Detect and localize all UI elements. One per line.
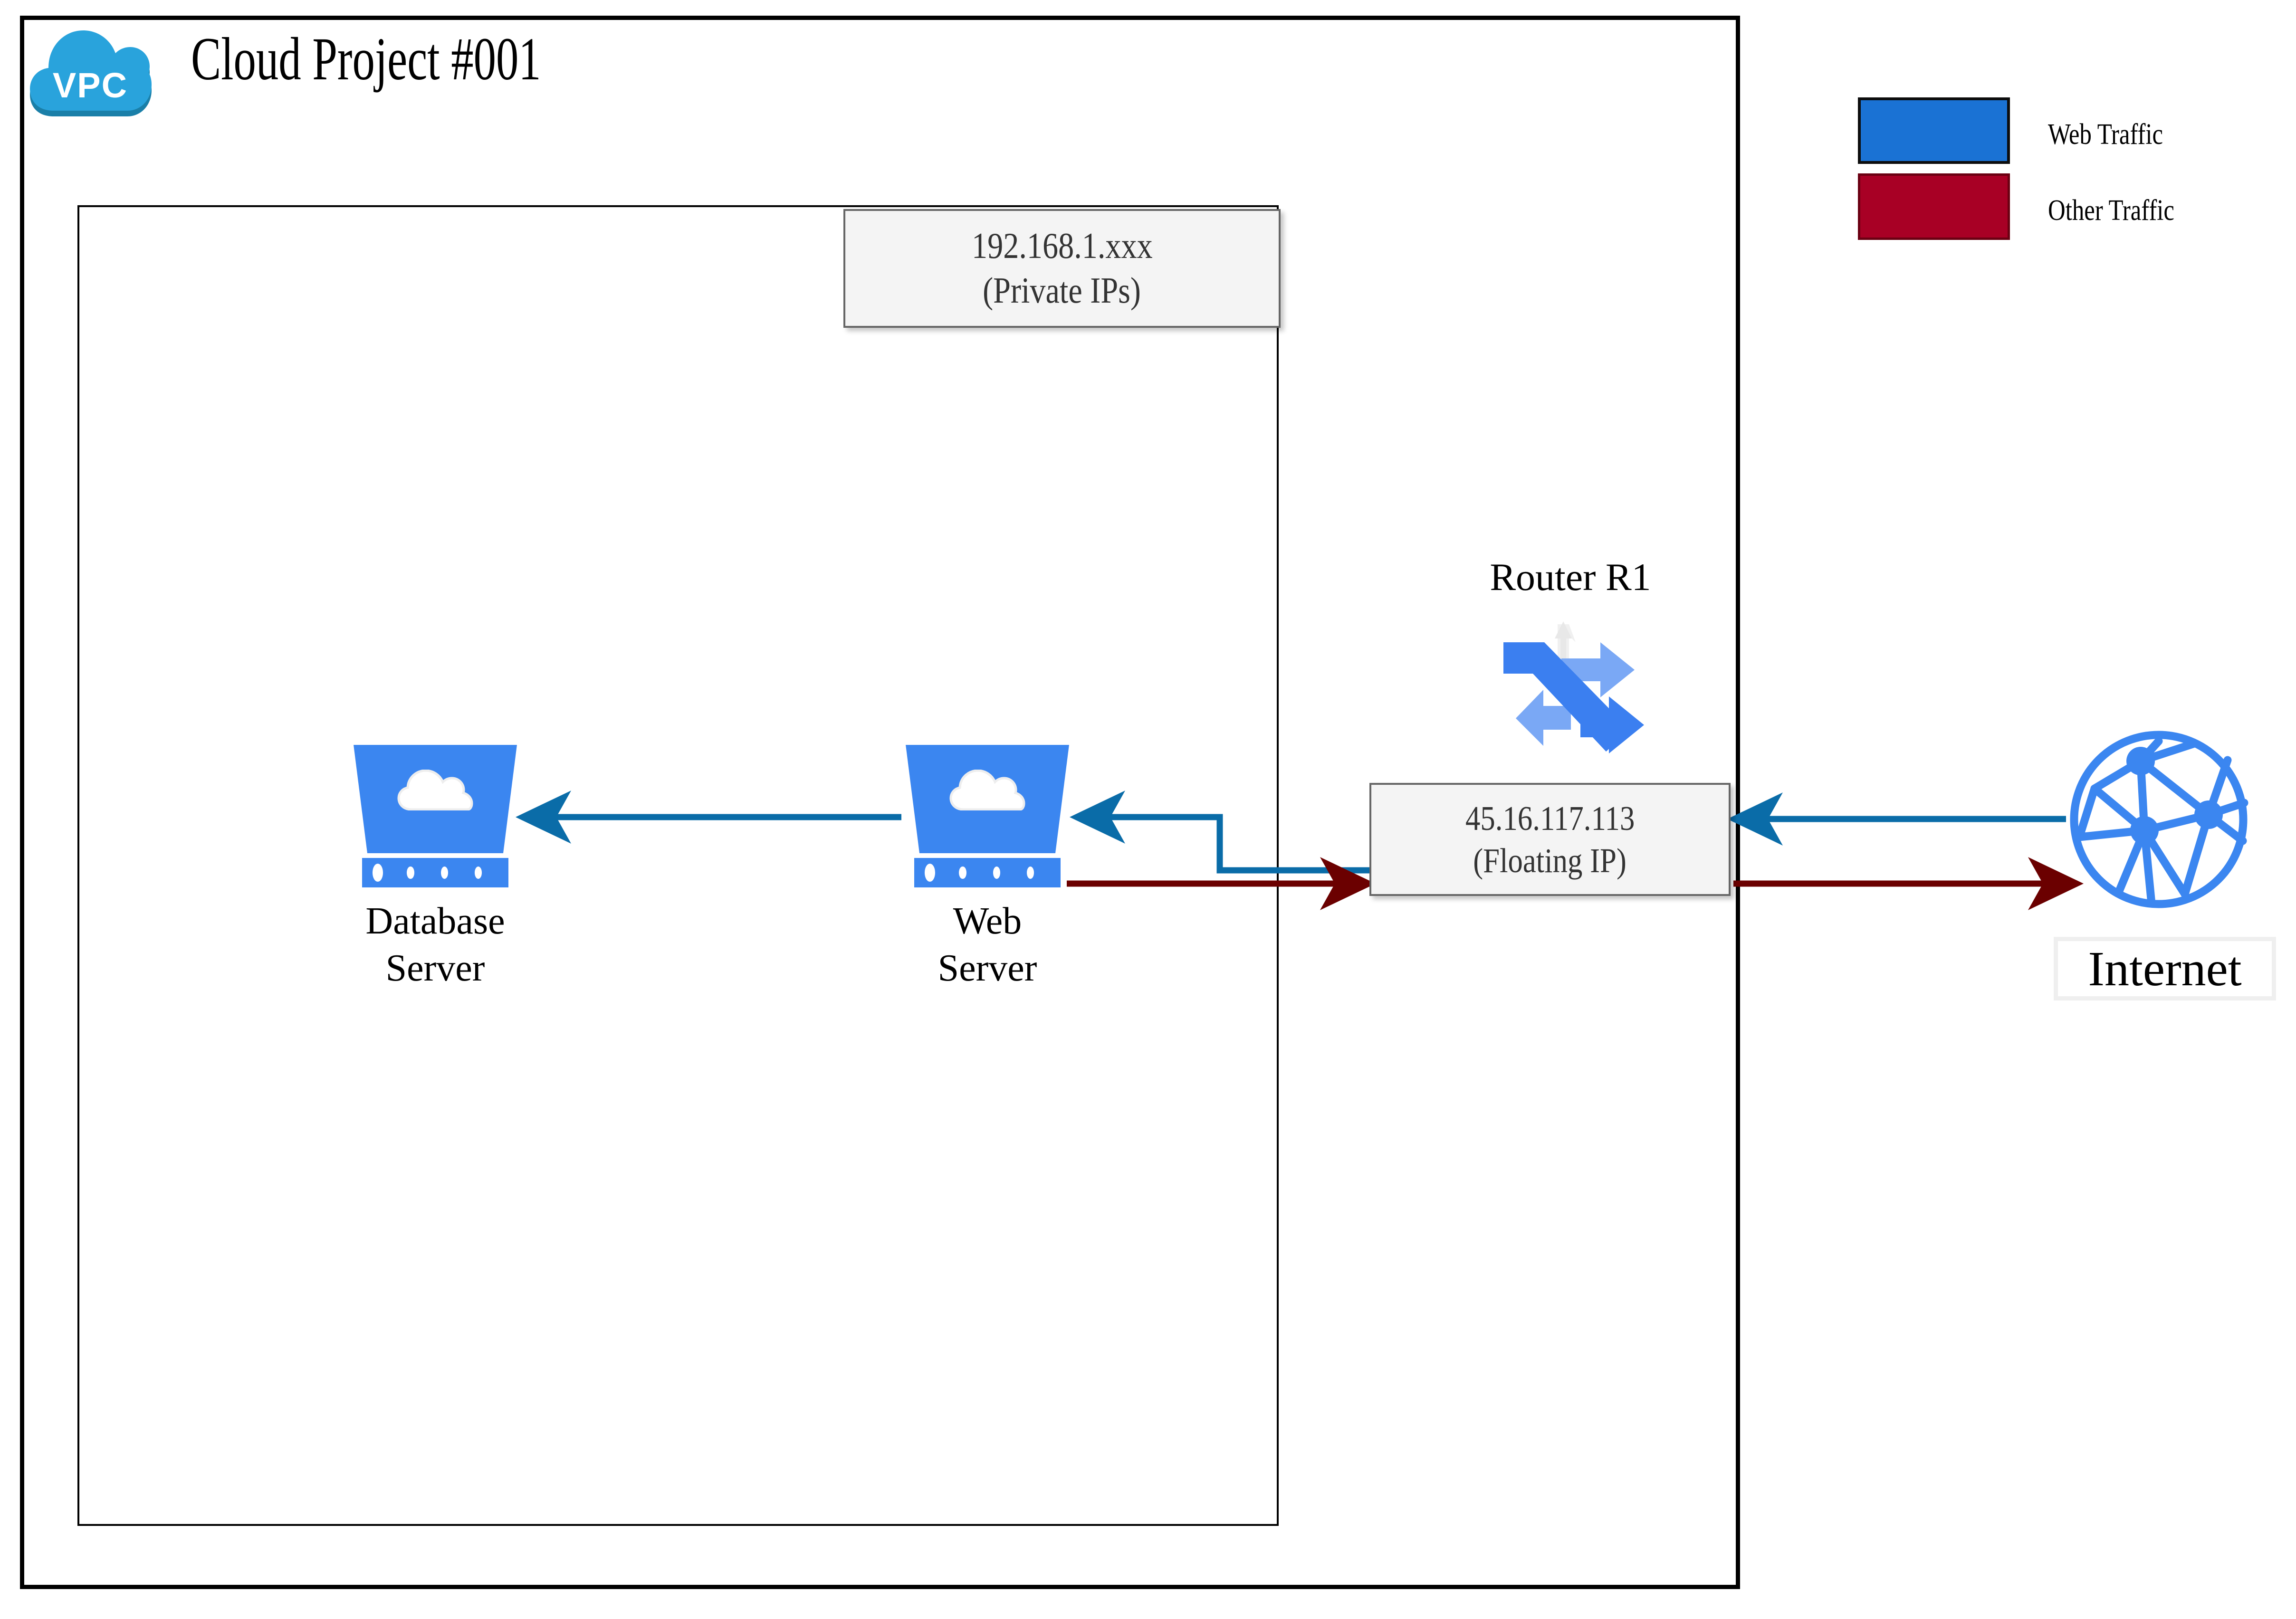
router-shuffle-glyph: [1503, 621, 1644, 753]
floating-ip-caption: (Floating IP): [1473, 841, 1627, 880]
node-database-server[interactable]: Database Server: [349, 745, 521, 989]
private-ip-callout: 192.168.1.xxx (Private IPs): [843, 209, 1281, 328]
node-web-server[interactable]: Web Server: [901, 745, 1073, 989]
server-led-1: [373, 864, 383, 882]
subnet-boundary: [77, 205, 1279, 1526]
server-led-3: [440, 867, 448, 879]
internet-label: Internet: [2088, 941, 2242, 996]
vpc-cloud-shape: [30, 30, 152, 116]
legend-label-other-traffic: Other Traffic: [2048, 194, 2174, 227]
server-chassis-base: [362, 858, 508, 887]
server-led-1: [925, 864, 936, 882]
globe-mesh-glyph: [2070, 731, 2248, 908]
database-server-label: Database Server: [365, 900, 505, 990]
server-cloud-glyph: [397, 770, 473, 810]
legend-swatch-other-traffic: [1858, 173, 2010, 240]
legend-swatch-web-traffic: [1858, 97, 2010, 164]
database-server-icon: [349, 745, 521, 887]
internet-label-box: Internet: [2054, 937, 2276, 1000]
router-label: Router R1: [1490, 555, 1651, 599]
router-icon[interactable]: [1487, 618, 1654, 755]
web-server-label: Web Server: [938, 900, 1037, 990]
private-ip-caption: (Private IPs): [983, 270, 1141, 311]
floating-ip-callout: 45.16.117.113 (Floating IP): [1369, 783, 1731, 896]
legend-label-web-traffic: Web Traffic: [2048, 118, 2163, 151]
server-led-4: [1026, 867, 1034, 879]
page-title: Cloud Project #001: [191, 25, 541, 93]
vpc-cloud-body: [30, 30, 152, 111]
server-cloud-glyph: [949, 770, 1025, 810]
web-server-icon: [901, 745, 1073, 887]
server-led-4: [474, 867, 482, 879]
vpc-icon-label: VPC: [52, 66, 128, 105]
server-led-2: [959, 867, 966, 879]
server-led-3: [993, 867, 1000, 879]
private-ip-value: 192.168.1.xxx: [971, 225, 1153, 267]
vpc-cloud-icon: VPC: [26, 19, 154, 131]
server-chassis-base: [914, 858, 1061, 887]
floating-ip-value: 45.16.117.113: [1465, 799, 1635, 838]
server-led-2: [407, 867, 414, 879]
internet-globe-icon[interactable]: [2066, 727, 2251, 912]
